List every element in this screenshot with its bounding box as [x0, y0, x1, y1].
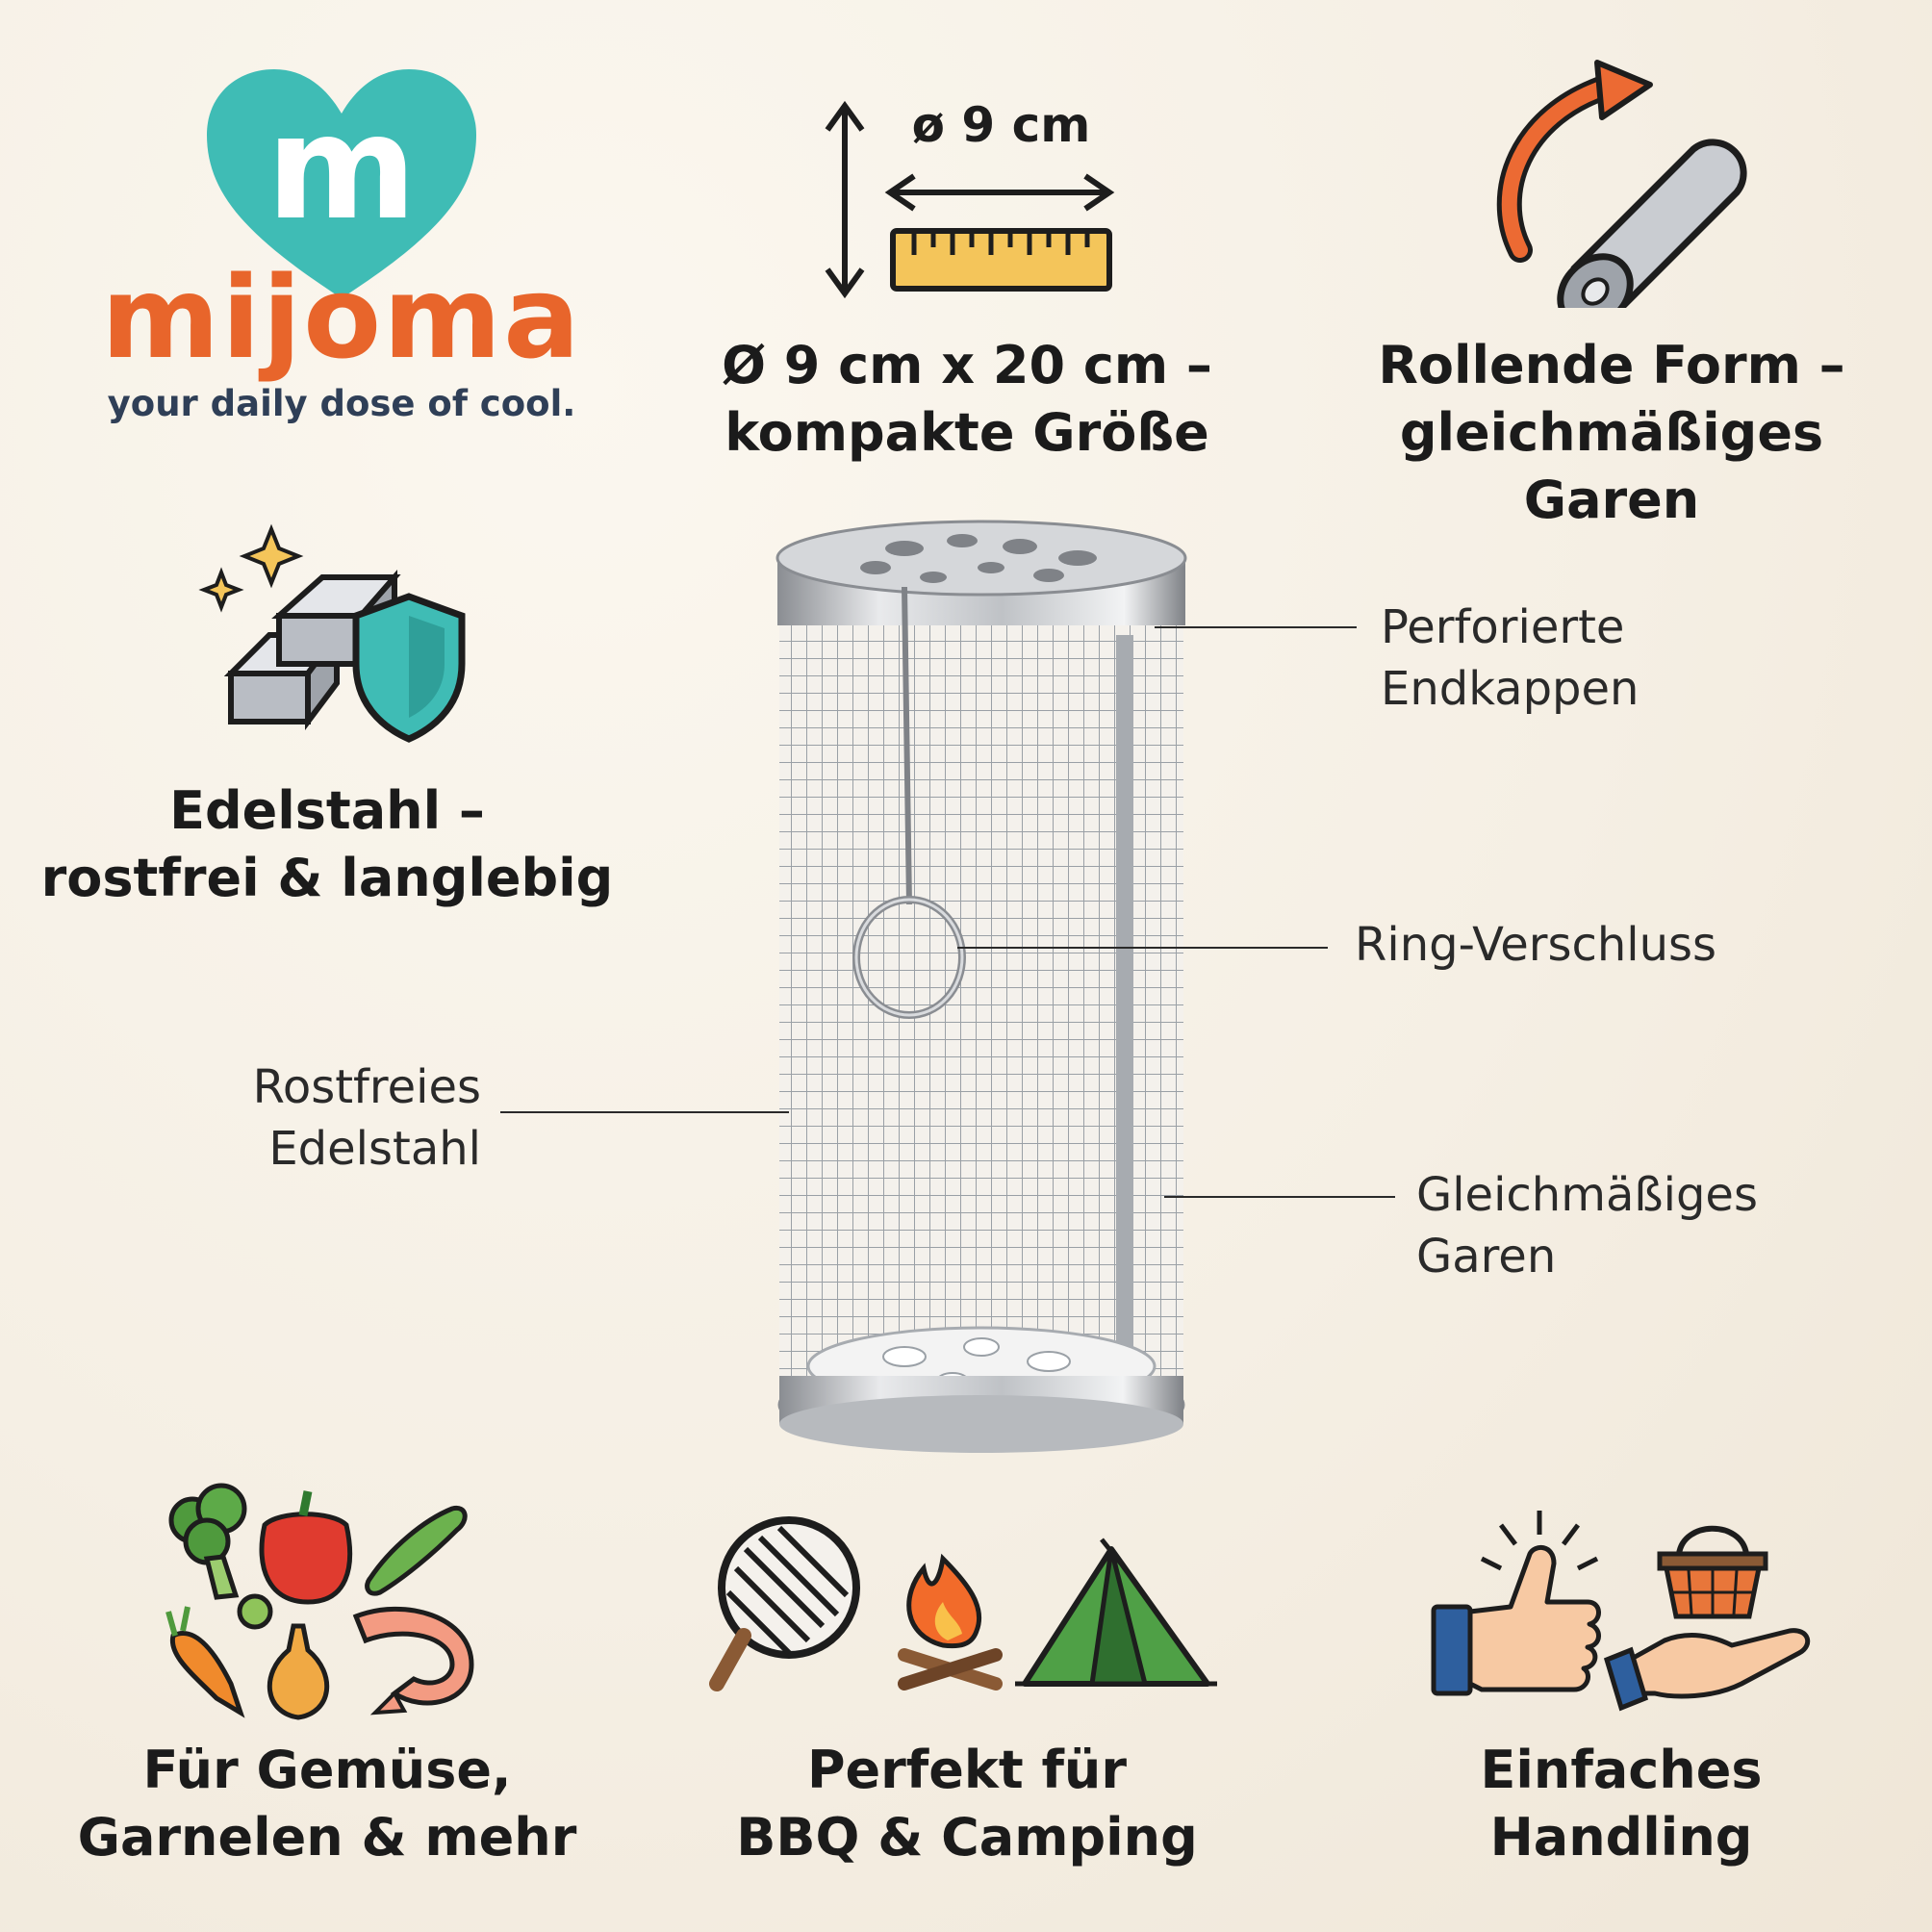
bbq-line-2: BBQ & Camping [736, 1807, 1198, 1868]
thumbs-up-basket-hand-icon [1424, 1501, 1818, 1713]
steel-line-2: rostfrei & langlebig [40, 848, 614, 908]
brand-logo: m mijoma your daily dose of cool. [91, 58, 592, 443]
logo-letter: m [266, 85, 418, 252]
even-line-1: Gleichmäßiges [1416, 1168, 1758, 1222]
dimension-label: ø 9 cm [911, 97, 1091, 153]
heart-logo-icon [207, 69, 476, 298]
endcaps-leader-line [1155, 626, 1357, 628]
even-leader-line [1164, 1196, 1395, 1198]
stainless-callout: Rostfreies Edelstahl [192, 1056, 481, 1180]
handling-line-2: Handling [1489, 1807, 1753, 1868]
size-icon: ø 9 cm [818, 91, 1126, 313]
grill-basket-image [760, 520, 1203, 1462]
size-feature-title: Ø 9 cm x 20 cm – kompakte Größe [674, 332, 1260, 467]
steel-line-1: Edelstahl – [169, 780, 485, 841]
handling-line-1: Einfaches [1480, 1740, 1763, 1800]
ring-callout: Ring-Verschluss [1355, 914, 1716, 976]
bbq-line-1: Perfekt für [806, 1740, 1128, 1800]
vegetables-shrimp-icon [164, 1482, 491, 1722]
steel-bars-shield-icon [192, 520, 471, 750]
endcaps-callout: Perforierte Endkappen [1381, 597, 1639, 720]
rolling-cylinder-icon [1482, 58, 1751, 330]
rolling-line-1: Rollende Form – [1378, 335, 1845, 395]
ring-leader-line [957, 947, 1328, 949]
handling-feature-title: Einfaches Handling [1385, 1737, 1857, 1871]
food-line-1: Für Gemüse, [142, 1740, 512, 1800]
stainless-line-1: Rostfreies [252, 1060, 481, 1114]
stainless-leader-line [500, 1111, 789, 1113]
brand-name: mijoma [101, 251, 582, 384]
grill-fire-tent-icon [707, 1511, 1227, 1713]
brand-tagline: your daily dose of cool. [107, 383, 576, 424]
steel-feature-title: Edelstahl – rostfrei & langlebig [19, 777, 635, 912]
endcaps-line-2: Endkappen [1381, 662, 1640, 716]
size-line-1: Ø 9 cm x 20 cm – [722, 335, 1212, 395]
food-line-2: Garnelen & mehr [77, 1807, 577, 1868]
even-callout: Gleichmäßiges Garen [1416, 1164, 1758, 1287]
even-line-2: Garen [1416, 1230, 1557, 1284]
rolling-feature-title: Rollende Form – gleichmäßiges Garen [1342, 332, 1881, 534]
stainless-line-2: Edelstahl [268, 1122, 481, 1176]
endcaps-line-1: Perforierte [1381, 600, 1625, 654]
rolling-line-2: gleichmäßiges [1399, 402, 1824, 463]
ring-line-1: Ring-Verschluss [1355, 918, 1717, 972]
rolling-line-3: Garen [1523, 470, 1700, 530]
food-feature-title: Für Gemüse, Garnelen & mehr [38, 1737, 616, 1871]
bbq-feature-title: Perfekt für BBQ & Camping [664, 1737, 1270, 1871]
size-line-2: kompakte Größe [724, 402, 1209, 463]
